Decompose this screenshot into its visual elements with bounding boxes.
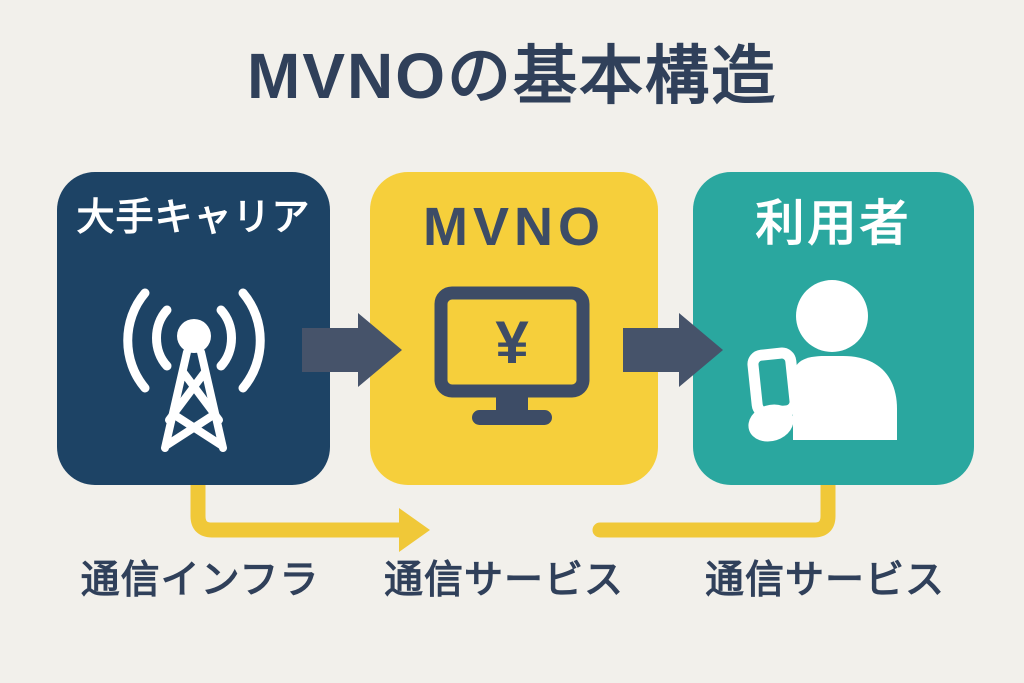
antenna-icon — [109, 278, 279, 458]
mvno-box: MVNO ¥ — [370, 172, 658, 485]
yen-symbol: ¥ — [495, 309, 529, 376]
mvno-box-label: MVNO — [423, 197, 605, 257]
monitor-yen-icon: ¥ — [434, 286, 590, 426]
person-phone-icon — [741, 276, 906, 446]
user-box: 利用者 — [693, 172, 974, 485]
arrow-mvno-to-user-icon — [623, 313, 723, 387]
bottom-connectors — [190, 470, 836, 552]
service-label-user: 通信サービス — [704, 559, 946, 602]
carrier-box: 大手キャリア — [57, 172, 330, 485]
service-connector-line — [592, 470, 836, 538]
page-title: MVNOの基本構造 — [247, 40, 777, 112]
infra-connector-arrowhead-icon — [399, 508, 430, 552]
infra-connector-line — [190, 476, 400, 538]
infra-label: 通信インフラ — [80, 559, 320, 602]
carrier-box-label: 大手キャリア — [76, 197, 311, 239]
user-box-label: 利用者 — [755, 197, 912, 251]
arrow-carrier-to-mvno-icon — [302, 313, 402, 387]
service-label-mvno: 通信サービス — [383, 559, 625, 602]
